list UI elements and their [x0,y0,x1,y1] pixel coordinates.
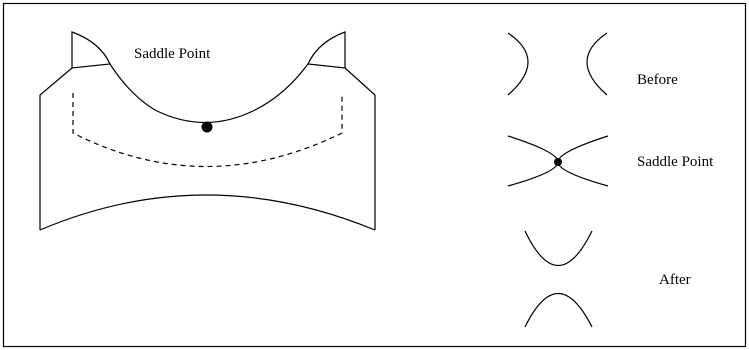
left-edge [39,67,73,230]
bottom-curve [39,194,376,231]
before-right-arc [586,32,608,96]
before-label: Before [637,72,678,88]
saddle-right-curve [557,135,609,187]
left-fold [71,31,111,69]
saddle-point-title: Saddle Point [134,46,211,62]
crossing-dot [554,158,562,166]
before-left-arc [507,32,529,96]
before-arcs [507,32,608,96]
after-cup-arc [524,230,593,267]
right-fold [307,31,346,69]
saddle-top-curve [109,63,309,123]
saddle-left-curve [507,135,559,187]
right-edge [344,67,376,230]
saddle-point-label: Saddle Point [637,154,714,170]
after-label: After [659,272,691,288]
hidden-dashed-curve [72,93,343,168]
after-cap-arc [524,292,593,328]
after-arcs [524,230,593,328]
saddle-point-dot [201,121,213,133]
